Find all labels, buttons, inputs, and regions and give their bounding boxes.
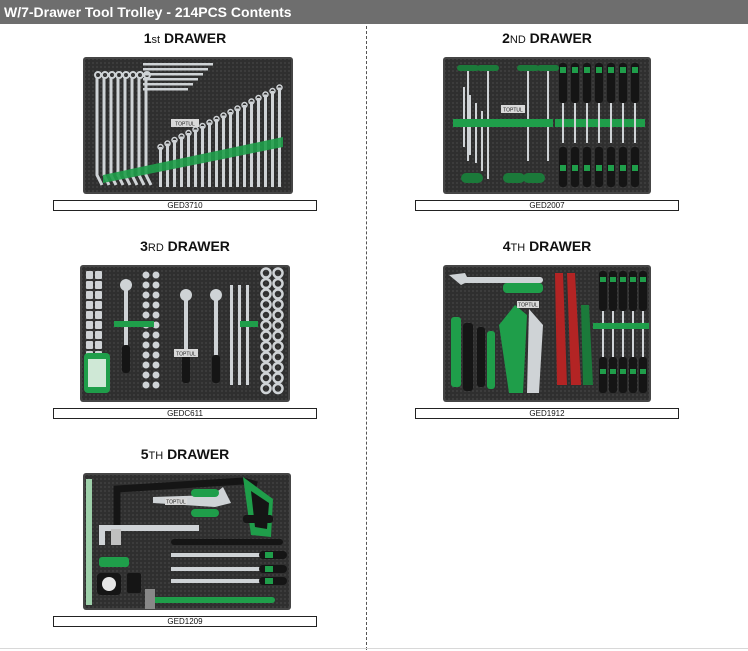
drawer-2-tray-image[interactable]: TOPTUL <box>443 57 651 194</box>
drawer-5-heading: 5TH DRAWER <box>140 446 230 462</box>
drawer-4-heading: 4TH DRAWER <box>502 238 592 254</box>
drawer-2-code: GED2007 <box>415 200 679 211</box>
socket-set-illustration: TOPTUL <box>84 267 284 395</box>
tray-label-text: TOPTUL <box>175 122 195 128</box>
drawer-1-heading: 1st DRAWER <box>143 30 227 46</box>
pliers-wrench-illustration: TOPTUL <box>449 271 649 393</box>
tray-label-text: TOPTUL <box>518 303 538 309</box>
drawer-2-heading: 2ND DRAWER <box>502 30 592 46</box>
window-title: W/7-Drawer Tool Trolley - 214PCS Content… <box>0 0 748 24</box>
bottom-divider <box>0 648 748 649</box>
drawer-4-tray-image[interactable]: TOPTUL <box>443 265 651 402</box>
drawer-5-tray-image[interactable]: TOPTUL <box>83 473 291 610</box>
toptul-label <box>171 119 199 127</box>
toptul-label <box>501 105 525 113</box>
tray-label-text: TOPTUL <box>176 352 196 358</box>
tray-label-text: TOPTUL <box>503 108 523 114</box>
toptul-label <box>517 301 539 308</box>
hex-key-screwdriver-illustration: TOPTUL <box>453 63 645 187</box>
tray-label-text: TOPTUL <box>166 500 186 506</box>
toptul-label <box>165 498 187 505</box>
column-divider <box>366 26 367 650</box>
hacksaw-file-set-illustration: TOPTUL <box>86 477 287 609</box>
drawer-3-tray-image[interactable]: TOPTUL <box>80 265 290 402</box>
drawer-3-code: GEDC611 <box>53 408 317 419</box>
wrench-set-illustration: TOPTUL <box>94 63 283 187</box>
toptul-label <box>174 349 198 357</box>
drawer-5-code: GED1209 <box>53 616 317 627</box>
drawer-1-tray-image[interactable]: TOPTUL <box>83 57 293 194</box>
drawer-1-code: GED3710 <box>53 200 317 211</box>
drawer-3-heading: 3RD DRAWER <box>140 238 230 254</box>
drawer-4-code: GED1912 <box>415 408 679 419</box>
